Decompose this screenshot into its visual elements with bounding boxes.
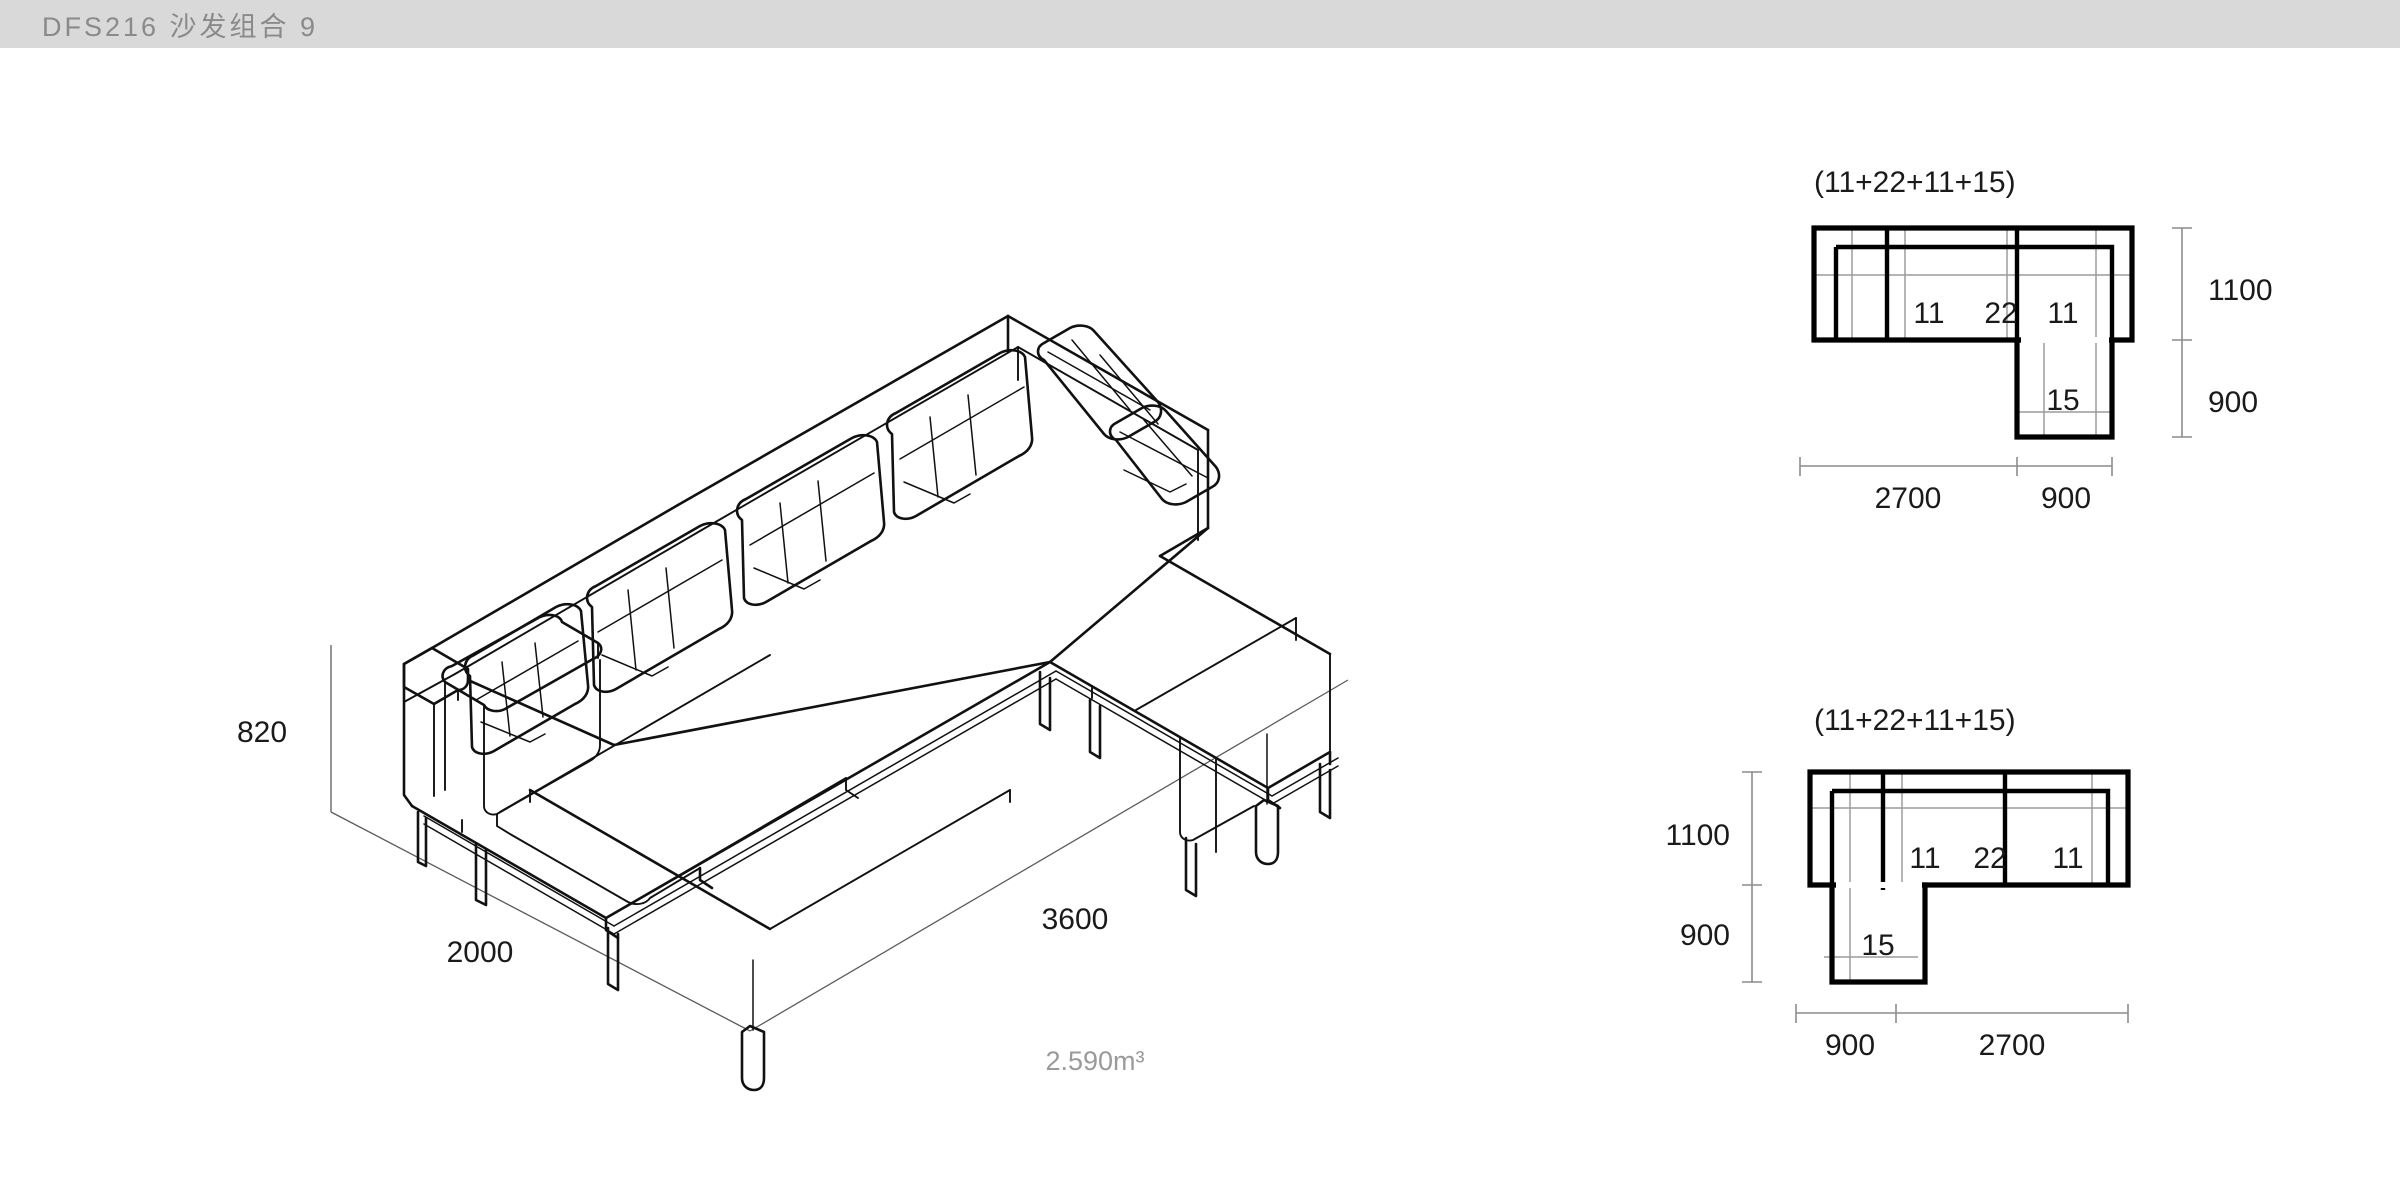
plan-bottom-dim-900: 900 (1680, 919, 1730, 952)
dim-depth-label: 2000 (447, 936, 514, 969)
plan-top-vertical-dimensions: 1100 900 (2172, 227, 2273, 438)
plan-top-module-15: 15 (2046, 384, 2079, 417)
plan-bottom-module-22: 22 (1973, 842, 2006, 875)
perspective-dimension-lines (330, 645, 1349, 1032)
plan-view-bottom: (11+22+11+15) 11 22 11 15 (1665, 704, 2131, 1062)
plan-bottom-dim-900-h: 900 (1825, 1029, 1875, 1062)
plan-top-module-11-left: 11 (1913, 297, 1944, 330)
sofa-back-frame-long (430, 314, 1019, 675)
plan-bottom-chaise-joint-mask (1836, 882, 1922, 888)
corner-return-section (1006, 314, 1221, 558)
plan-bottom-gridlines (1810, 771, 2128, 982)
title-bar: DFS216 沙发组合 9 (0, 0, 2400, 48)
plan-bottom-config-label: (11+22+11+15) (1814, 704, 2016, 737)
plan-top-chaise-joint-mask (2021, 337, 2109, 343)
isometric-sofa-view: 820 2000 3600 2.590m³ (237, 314, 1349, 1092)
plan-bottom-module-11-right: 11 (2052, 842, 2083, 875)
plan-bottom-inner-seat (1832, 788, 2111, 885)
plan-top-inner-seat (1836, 244, 2115, 340)
plan-bottom-dim-2700: 2700 (1979, 1029, 2046, 1062)
plan-bottom-outer-main (1807, 769, 2131, 888)
plan-top-horizontal-dimensions: 2700 900 (1799, 457, 2113, 515)
plan-bottom-module-15: 15 (1861, 929, 1894, 962)
plan-top-outer-main (1811, 225, 2135, 343)
plan-top-module-11-right: 11 (2047, 297, 2078, 330)
plan-bottom-vertical-dimensions: 1100 900 (1665, 771, 1762, 983)
dim-width-label: 3600 (1042, 903, 1109, 936)
plan-top-dim-1100: 1100 (2208, 274, 2273, 307)
plan-top-gridlines (1814, 227, 2132, 437)
plan-top-config-label: (11+22+11+15) (1814, 166, 2016, 199)
plan-bottom-module-11-left: 11 (1909, 842, 1940, 875)
page-title: DFS216 沙发组合 9 (42, 11, 319, 42)
plan-bottom-dim-1100: 1100 (1665, 819, 1730, 852)
plan-top-dim-2700: 2700 (1875, 482, 1942, 515)
volume-label: 2.590m³ (1045, 1046, 1144, 1076)
chaise-module (1048, 526, 1332, 853)
plan-top-dim-900: 900 (2208, 386, 2258, 419)
plan-top-dim-900-h: 900 (2041, 482, 2091, 515)
sofa-base-platform (402, 646, 1052, 940)
plan-bottom-horizontal-dimensions: 900 2700 (1795, 1004, 2129, 1062)
left-armrest (402, 613, 603, 833)
seat-cushions-long-run (496, 660, 1052, 931)
plan-top-module-22: 22 (1984, 297, 2017, 330)
dim-height-label: 820 (237, 716, 287, 749)
metal-leg-frame (416, 670, 1339, 1092)
plan-view-top: (11+22+11+15) 11 22 11 15 (1799, 166, 2273, 515)
back-cushions-long-run (463, 348, 1034, 756)
